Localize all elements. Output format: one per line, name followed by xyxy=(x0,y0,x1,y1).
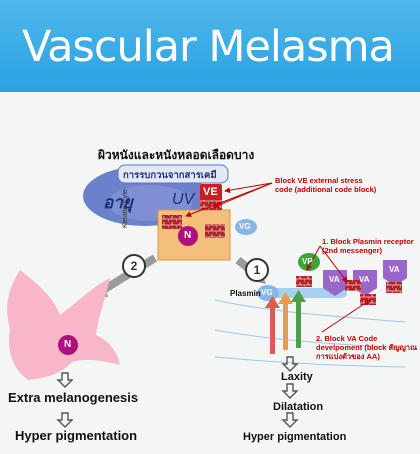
brick-vp-3 xyxy=(360,294,376,305)
pillar-green xyxy=(296,298,301,348)
annotation-block-ve-line1: Block VE external stress xyxy=(275,176,363,185)
plasmin-label: Plasmin xyxy=(230,289,261,298)
down-arrows xyxy=(56,356,299,428)
arrow-plasmin-block xyxy=(306,245,321,271)
outcome-right-2: Dilatation xyxy=(273,401,324,413)
annotation-block-plasmin: 1. Block Plasmin receptor (2nd messenger… xyxy=(322,237,414,255)
outcome-right-3: Hyper pigmentation xyxy=(243,431,347,443)
melanocyte-cell xyxy=(7,270,120,380)
nucleus-keratinocyte xyxy=(178,226,198,246)
va-shape-3 xyxy=(383,260,407,286)
arrow-plasmin-block-2 xyxy=(319,245,348,283)
step-2-badge: 2 xyxy=(122,254,146,278)
arrow-ve-block-3 xyxy=(185,182,273,218)
vg-label-right: VG xyxy=(261,288,273,297)
plasmin-receptor-chain xyxy=(257,288,347,298)
brick-vp-2 xyxy=(345,280,361,291)
nucleus-label-melanocyte: N xyxy=(64,339,72,350)
diagram-panel xyxy=(0,92,420,454)
brick-vp-4 xyxy=(386,282,402,293)
step-2-label: 2 xyxy=(130,259,138,273)
cloud-left-text: อายุ xyxy=(103,193,133,212)
nucleus-melanocyte xyxy=(58,335,78,355)
annotation-block-va-line1: 2. Block VA Code xyxy=(316,334,378,343)
step-1-badge: 1 xyxy=(245,258,269,282)
annotation-block-plasmin-line1: 1. Block Plasmin receptor xyxy=(322,237,414,246)
brick-vp-1 xyxy=(296,276,312,287)
pillar-red xyxy=(270,304,275,354)
vg-molecule xyxy=(235,219,257,235)
step-1-label: 1 xyxy=(253,263,261,277)
vp-label: VP xyxy=(302,257,313,266)
annotation-block-va-line3: การแบ่งตัวของ AA) xyxy=(316,352,380,361)
va-shape-1 xyxy=(323,270,347,296)
va-label-1: VA xyxy=(329,275,340,284)
brick-wall-keratinocyte-left xyxy=(162,215,182,229)
arrow-ve-block xyxy=(224,182,273,194)
ve-badge xyxy=(200,184,222,200)
outcome-left-2: Hyper pigmentation xyxy=(15,428,138,443)
va-label-2: VA xyxy=(359,275,370,284)
vg-molecule-right xyxy=(257,285,279,301)
blood-vessel-lines xyxy=(214,299,406,368)
outcome-right-1: Laxity xyxy=(281,371,313,383)
annotation-block-va-line2: develpoment (block สัญญาณ xyxy=(316,343,418,352)
keratinocyte-label: Keratinocyte xyxy=(122,189,129,228)
cloud-top-text: การรบกวนจากสารเคมี xyxy=(123,170,217,181)
title-banner xyxy=(0,0,420,92)
irritant-label-box xyxy=(117,164,229,184)
pillar-orange xyxy=(283,300,288,350)
va-label-3: VA xyxy=(389,265,400,274)
outcome-left-1: Extra melanogenesis xyxy=(8,390,139,405)
vg-label: VG xyxy=(239,222,251,231)
annotation-block-plasmin-line2: (2nd messenger) xyxy=(322,246,383,255)
annotation-block-va: 2. Block VA Code develpoment (block สัญญ… xyxy=(316,334,417,361)
annotation-block-ve-line2: code (additional code block) xyxy=(275,185,377,194)
page-title: Vascular Melasma xyxy=(22,22,395,72)
vp-molecule xyxy=(298,253,320,271)
nucleus-label-keratinocyte: N xyxy=(184,230,192,241)
arrow-va-block xyxy=(321,299,371,333)
brick-wall-keratinocyte-right xyxy=(205,224,225,238)
thai-heading: ผิวหนังและหนังหลอดเลือดบาง xyxy=(98,148,255,162)
ve-label: VE xyxy=(203,186,218,198)
cloud-right-text: UV xyxy=(172,191,195,208)
annotation-block-ve: Block VE external stress code (additiona… xyxy=(275,176,376,194)
